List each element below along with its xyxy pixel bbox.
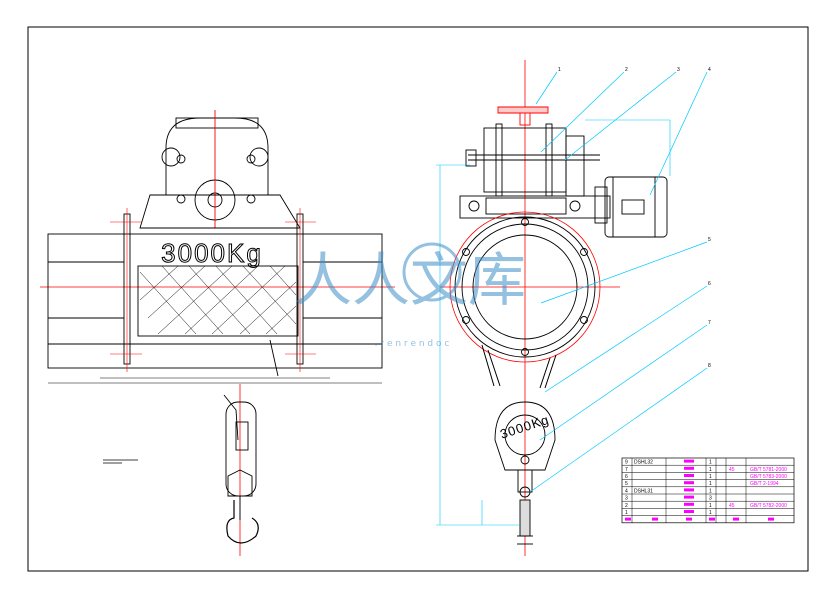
bom-no: 9 [625, 460, 628, 466]
bom-code: DSHL31 [634, 488, 653, 494]
bom-name-mark [684, 510, 694, 513]
bom-name-mark [684, 502, 694, 506]
bom-qty: 1 [709, 474, 712, 480]
bom-qty: 1 [709, 481, 712, 487]
bom-no: 2 [625, 503, 628, 509]
watermark-text: 人人文库 [294, 246, 526, 314]
bom-header-mark [652, 517, 658, 521]
bom-header-mark [768, 517, 774, 521]
bom-qty: 1 [709, 503, 712, 509]
bom-header-mark [709, 517, 715, 521]
bom-name-mark [684, 459, 694, 463]
bom-no: 3 [625, 496, 628, 502]
bom-header-mark [686, 517, 692, 521]
bom-material: 45 [729, 467, 735, 473]
svg-text:8: 8 [708, 363, 711, 369]
bom-std: GB/T 5783-2000 [750, 474, 787, 480]
bom-name-mark [684, 488, 694, 492]
sheet-border [27, 26, 809, 572]
bom-name-mark [684, 474, 694, 477]
bom-no: 7 [625, 467, 628, 473]
balloon-labels: 1 2 3 4 5 6 7 8 [558, 67, 711, 369]
bom-code: DSHL32 [634, 460, 653, 466]
bom-no: 6 [625, 474, 628, 480]
leader-lines [529, 71, 708, 493]
svg-text:2: 2 [625, 67, 628, 73]
bom-std: GB/T 5782-2000 [750, 503, 787, 509]
front-view [40, 110, 395, 556]
bom-header-mark [733, 517, 739, 521]
bom-qty: 1 [709, 488, 712, 494]
watermark-sub: . r e n r e n d o c [375, 339, 450, 349]
bom-name-mark [684, 495, 694, 499]
svg-text:7: 7 [708, 320, 711, 326]
bom-no: 1 [625, 510, 628, 516]
bom-no: 4 [625, 488, 628, 494]
bom-qty: 3 [709, 496, 712, 502]
bom-std: GB/T 2-1994 [750, 481, 779, 487]
side-view [436, 60, 671, 556]
bom-qty: 1 [709, 467, 712, 473]
bom-name-mark [684, 466, 694, 470]
hoist-label-front: 3000Kg [161, 238, 263, 268]
bom-qty: 1 [709, 510, 712, 516]
bom-material: 45 [729, 503, 735, 509]
svg-text:3: 3 [677, 67, 680, 73]
bom-no: 5 [625, 481, 628, 487]
bom-std: GB/T 5781-2000 [750, 467, 787, 473]
bom-name-mark [684, 481, 694, 485]
watermark: 人人文库 . r e n r e n d o c [294, 242, 526, 349]
svg-text:1: 1 [558, 67, 561, 73]
svg-text:4: 4 [708, 67, 711, 73]
svg-text:5: 5 [708, 237, 711, 243]
bom-qty: 1 [709, 460, 712, 466]
svg-text:6: 6 [708, 281, 711, 287]
bom-header-mark [625, 517, 631, 521]
